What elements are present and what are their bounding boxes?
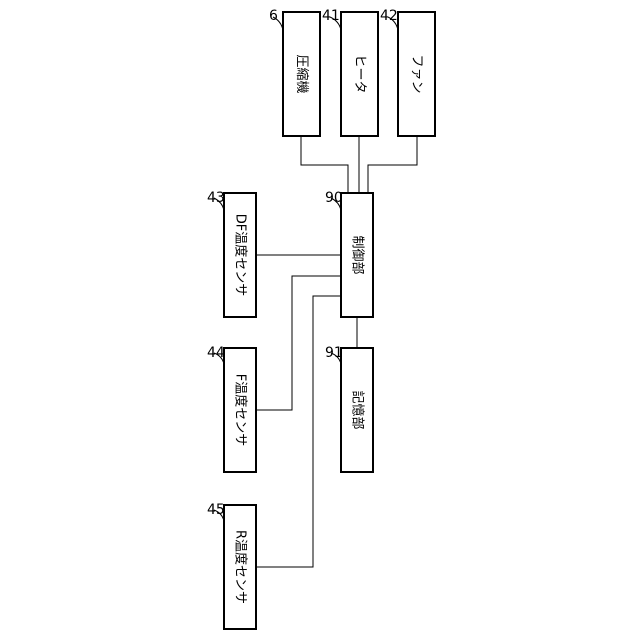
- r-sensor-ref: 45: [207, 502, 225, 518]
- storage-ref: 91: [325, 345, 343, 361]
- fan-ref: 42: [380, 8, 398, 24]
- heater-ref: 41: [322, 8, 340, 24]
- heater-block: ヒータ 41: [322, 8, 378, 136]
- fan-label: ファン: [409, 54, 424, 93]
- r-sensor-block: R温度センサ 45: [207, 502, 256, 629]
- controller-ref: 90: [325, 190, 343, 206]
- controller-block: 制御部 90: [325, 190, 373, 317]
- heater-label: ヒータ: [352, 54, 367, 93]
- df-sensor-block: DF温度センサ 43: [207, 190, 256, 317]
- compressor-block: 圧縮機 6: [269, 8, 320, 136]
- f-sensor-label: F温度センサ: [233, 374, 249, 446]
- wire-compressor-controller: [301, 136, 348, 193]
- f-sensor-block: F温度センサ 44: [207, 345, 256, 472]
- r-sensor-label: R温度センサ: [233, 530, 249, 604]
- storage-block: 記憶部 91: [325, 345, 373, 472]
- wire-r-sensor-controller: [256, 296, 341, 567]
- wire-fan-controller: [368, 136, 417, 193]
- df-sensor-label: DF温度センサ: [233, 214, 249, 297]
- compressor-label: 圧縮機: [294, 54, 310, 93]
- f-sensor-ref: 44: [207, 345, 225, 361]
- compressor-ref: 6: [269, 8, 278, 24]
- storage-label: 記憶部: [350, 390, 366, 429]
- fan-block: ファン 42: [380, 8, 435, 136]
- df-sensor-ref: 43: [207, 190, 225, 206]
- controller-label: 制御部: [350, 235, 365, 274]
